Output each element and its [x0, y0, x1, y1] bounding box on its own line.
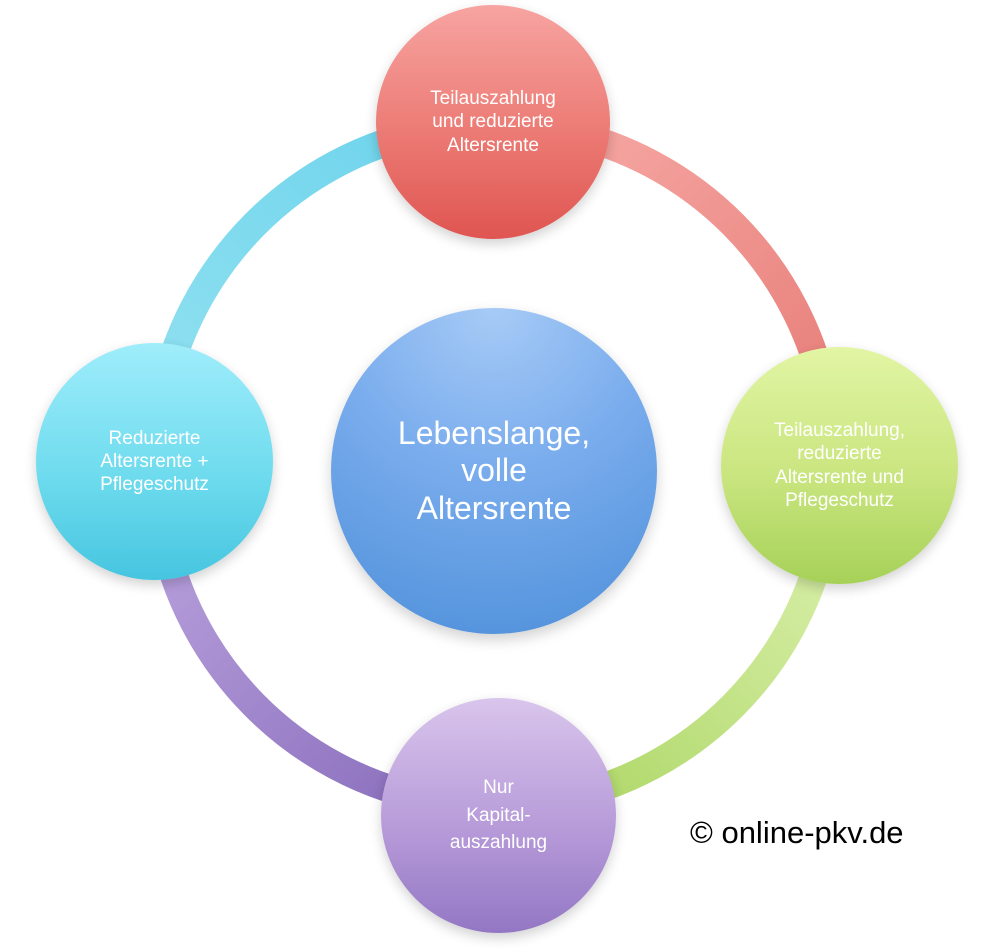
center-node-label: Lebenslange, volle Altersrente [397, 414, 591, 526]
node-bottom-label: Nur Kapital- auszahlung [449, 777, 548, 854]
ring-segment-bottom-left [148, 527, 431, 813]
node-top: Teilauszahlung und reduzierte Altersrent… [376, 5, 610, 239]
node-left: Reduzierte Altersrente + Pflegeschutz [36, 343, 273, 580]
ring-segment-right-bottom [557, 527, 840, 813]
node-right: Teilauszahlung, reduzierte Altersrente u… [721, 347, 958, 584]
center-node: Lebenslange, volle Altersrente [331, 308, 657, 634]
ring-segment-top-right [557, 117, 840, 403]
node-top-label: Teilauszahlung und reduzierte Altersrent… [430, 88, 556, 156]
node-right-label: Teilauszahlung, reduzierte Altersrente u… [774, 420, 905, 511]
copyright-notice: © online-pkv.de [690, 815, 904, 850]
node-left-label: Reduzierte Altersrente + Pflegeschutz [100, 427, 209, 496]
node-bottom: Nur Kapital- auszahlung [381, 698, 616, 933]
